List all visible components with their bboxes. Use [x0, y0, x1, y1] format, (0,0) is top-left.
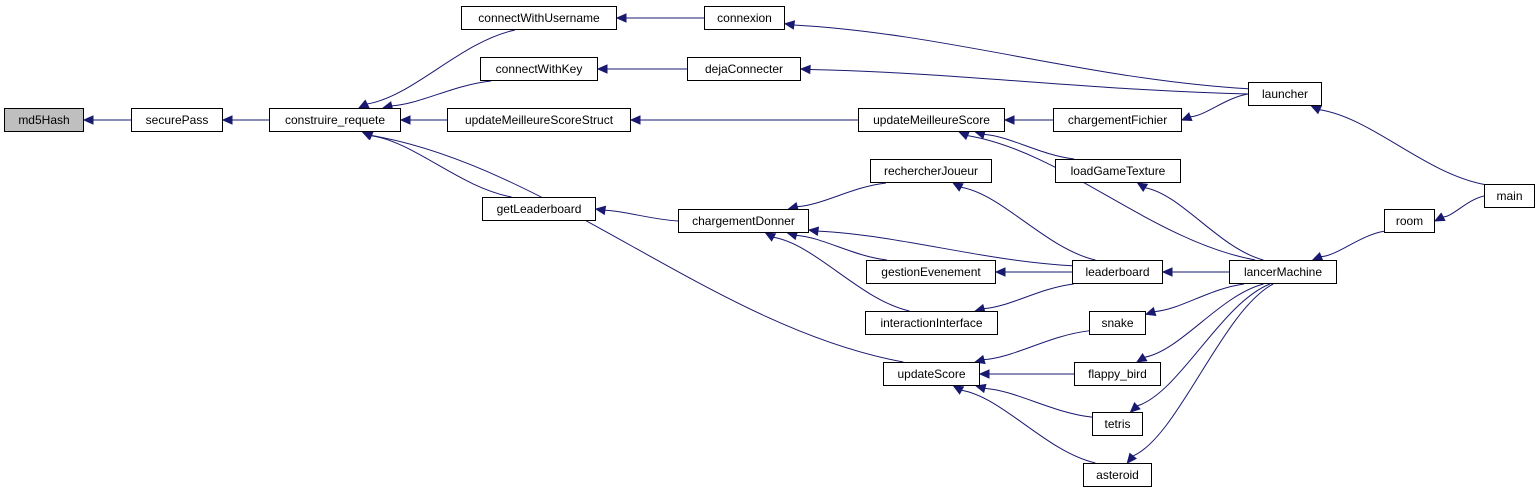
arrowhead-updateMeilleureScore-to-updateMeilleureScoreStruct — [629, 115, 641, 125]
node-snake[interactable]: snake — [1089, 311, 1146, 335]
arrowhead-lancerMachine-to-tetris — [1129, 402, 1141, 413]
arrowhead-chargementFichier-to-updateMeilleureScore — [1003, 115, 1015, 125]
node-loadGameTexture[interactable]: loadGameTexture — [1055, 159, 1181, 183]
node-connectWithKey[interactable]: connectWithKey — [480, 57, 598, 81]
node-tetris[interactable]: tetris — [1092, 412, 1143, 436]
arrowhead-lancerMachine-to-updateMeilleureScore — [958, 131, 970, 141]
edge-chargementDonner-to-getLeaderboard — [604, 209, 679, 222]
arrowhead-flappy_bird-to-updateScore — [978, 369, 990, 379]
arrowhead-snake-to-updateScore — [974, 354, 986, 365]
edge-loadGameTexture-to-updateMeilleureScore — [984, 133, 1075, 160]
arrowhead-lancerMachine-to-snake — [1144, 306, 1157, 316]
edge-lancerMachine-to-loadGameTexture — [1145, 187, 1264, 261]
node-securePass[interactable]: securePass — [131, 108, 223, 132]
arrowhead-lancerMachine-to-flappy_bird — [1135, 352, 1148, 363]
node-gestionEvenement[interactable]: gestionEvenement — [866, 260, 996, 284]
node-chargementFichier[interactable]: chargementFichier — [1053, 108, 1182, 132]
edge-lancerMachine-to-snake — [1154, 283, 1245, 313]
edge-room-to-lancerMachine — [1321, 230, 1385, 258]
edge-getLeaderboard-to-construire_requete — [370, 135, 512, 198]
arrowhead-connectWithUsername-to-construire_requete — [357, 99, 370, 109]
arrowhead-leaderboard-to-chargementDonner — [807, 226, 820, 236]
arrowhead-launcher-to-connexion — [783, 20, 796, 30]
edge-interactionInterface-to-chargementDonner — [773, 236, 910, 312]
edge-launcher-to-connexion — [793, 24, 1249, 90]
edge-launcher-to-chargementFichier — [1190, 93, 1249, 118]
node-construire_requete[interactable]: construire_requete — [269, 108, 401, 132]
arrowhead-connexion-to-connectWithUsername — [615, 13, 627, 23]
node-connectWithUsername[interactable]: connectWithUsername — [461, 6, 617, 30]
edge-connectWithUsername-to-construire_requete — [366, 29, 516, 105]
arrowhead-construire_requete-to-securePass — [221, 115, 233, 125]
edge-rechercherJoueur-to-chargementDonner — [797, 182, 887, 208]
node-main[interactable]: main — [1484, 184, 1535, 208]
node-flappy_bird[interactable]: flappy_bird — [1074, 362, 1161, 386]
node-md5Hash[interactable]: md5Hash — [4, 108, 84, 132]
node-updateMeilleureScoreStruct[interactable]: updateMeilleureScoreStruct — [447, 108, 631, 132]
arrowhead-launcher-to-dejaConnecter — [799, 64, 811, 75]
arrowhead-interactionInterface-to-chargementDonner — [764, 232, 777, 242]
edge-leaderboard-to-chargementDonner — [817, 230, 1073, 267]
arrowhead-securePass-to-md5Hash — [82, 115, 94, 125]
arrowhead-dejaConnecter-to-connectWithKey — [596, 64, 608, 74]
edge-gestionEvenement-to-chargementDonner — [796, 234, 887, 261]
node-updateMeilleureScore[interactable]: updateMeilleureScore — [858, 108, 1005, 132]
node-asteroid[interactable]: asteroid — [1083, 463, 1152, 487]
node-launcher[interactable]: launcher — [1248, 82, 1322, 106]
arrowhead-chargementDonner-to-getLeaderboard — [594, 205, 607, 216]
node-rechercherJoueur[interactable]: rechercherJoueur — [870, 159, 992, 183]
node-updateScore[interactable]: updateScore — [883, 362, 980, 386]
arrowhead-launcher-to-chargementFichier — [1180, 112, 1193, 121]
node-dejaConnecter[interactable]: dejaConnecter — [687, 57, 801, 81]
arrowhead-leaderboard-to-rechercherJoueur — [952, 182, 964, 192]
edge-asteroid-to-updateScore — [961, 389, 1096, 464]
edge-leaderboard-to-interactionInterface — [983, 283, 1074, 310]
edge-main-to-room — [1442, 195, 1485, 218]
node-connexion[interactable]: connexion — [704, 6, 785, 30]
edge-snake-to-updateScore — [983, 330, 1090, 361]
node-leaderboard[interactable]: leaderboard — [1072, 260, 1163, 284]
arrowhead-asteroid-to-updateScore — [952, 385, 965, 395]
edge-lancerMachine-to-flappy_bird — [1144, 283, 1264, 358]
arrowhead-lancerMachine-to-asteroid — [1126, 452, 1137, 464]
arrowhead-leaderboard-to-gestionEvenement — [994, 267, 1006, 277]
node-chargementDonner[interactable]: chargementDonner — [678, 209, 809, 233]
node-interactionInterface[interactable]: interactionInterface — [865, 311, 998, 335]
node-lancerMachine[interactable]: lancerMachine — [1229, 260, 1337, 284]
edge-main-to-launcher — [1319, 109, 1485, 185]
arrowhead-main-to-launcher — [1310, 105, 1323, 115]
edge-lancerMachine-to-tetris — [1137, 283, 1271, 407]
arrowhead-main-to-room — [1433, 212, 1446, 222]
arrowhead-lancerMachine-to-leaderboard — [1161, 267, 1173, 277]
edge-lancerMachine-to-updateMeilleureScore — [967, 135, 1256, 261]
edge-updateScore-to-construire_requete — [371, 135, 904, 363]
edge-launcher-to-dejaConnecter — [809, 69, 1249, 95]
node-room[interactable]: room — [1384, 209, 1435, 233]
node-getLeaderboard[interactable]: getLeaderboard — [482, 197, 596, 221]
edge-lancerMachine-to-asteroid — [1132, 283, 1274, 457]
edge-tetris-to-updateScore — [984, 387, 1093, 418]
edge-connectWithKey-to-construire_requete — [391, 80, 492, 107]
arrowhead-lancerMachine-to-loadGameTexture — [1136, 182, 1149, 193]
arrowhead-tetris-to-updateScore — [974, 383, 987, 394]
arrowhead-updateMeilleureScoreStruct-to-construire_requete — [399, 115, 411, 125]
edge-leaderboard-to-rechercherJoueur — [960, 186, 1096, 261]
